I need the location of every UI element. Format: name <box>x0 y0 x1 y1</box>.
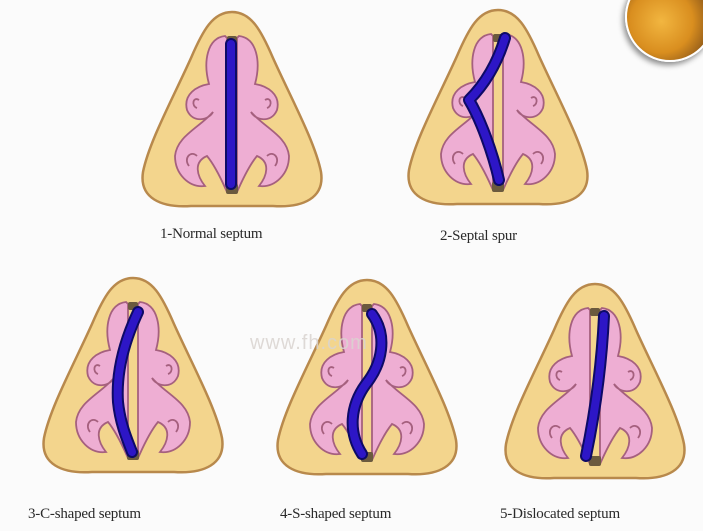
panel-s-shaped-septum <box>262 274 472 484</box>
caption-normal-septum: 1-Normal septum <box>160 226 262 243</box>
caption-dislocated-septum: 5-Dislocated septum <box>500 506 620 523</box>
nose-cross-section-s-shaped <box>262 274 472 484</box>
nose-cross-section-spur <box>393 4 603 214</box>
panel-septal-spur <box>393 4 603 214</box>
caption-s-shaped-septum: 4-S-shaped septum <box>280 506 391 523</box>
nose-cross-section-c-shaped <box>28 272 238 482</box>
panel-c-shaped-septum <box>28 272 238 482</box>
panel-dislocated-septum <box>490 278 700 488</box>
watermark-text: www.fh.com <box>250 332 368 355</box>
photo-badge-icon <box>625 0 703 62</box>
caption-c-shaped-septum: 3-C-shaped septum <box>28 506 141 523</box>
nose-cross-section-normal <box>127 6 337 216</box>
panel-normal-septum <box>127 6 337 216</box>
nose-cross-section-dislocated <box>490 278 700 488</box>
caption-septal-spur: 2-Septal spur <box>440 228 517 245</box>
